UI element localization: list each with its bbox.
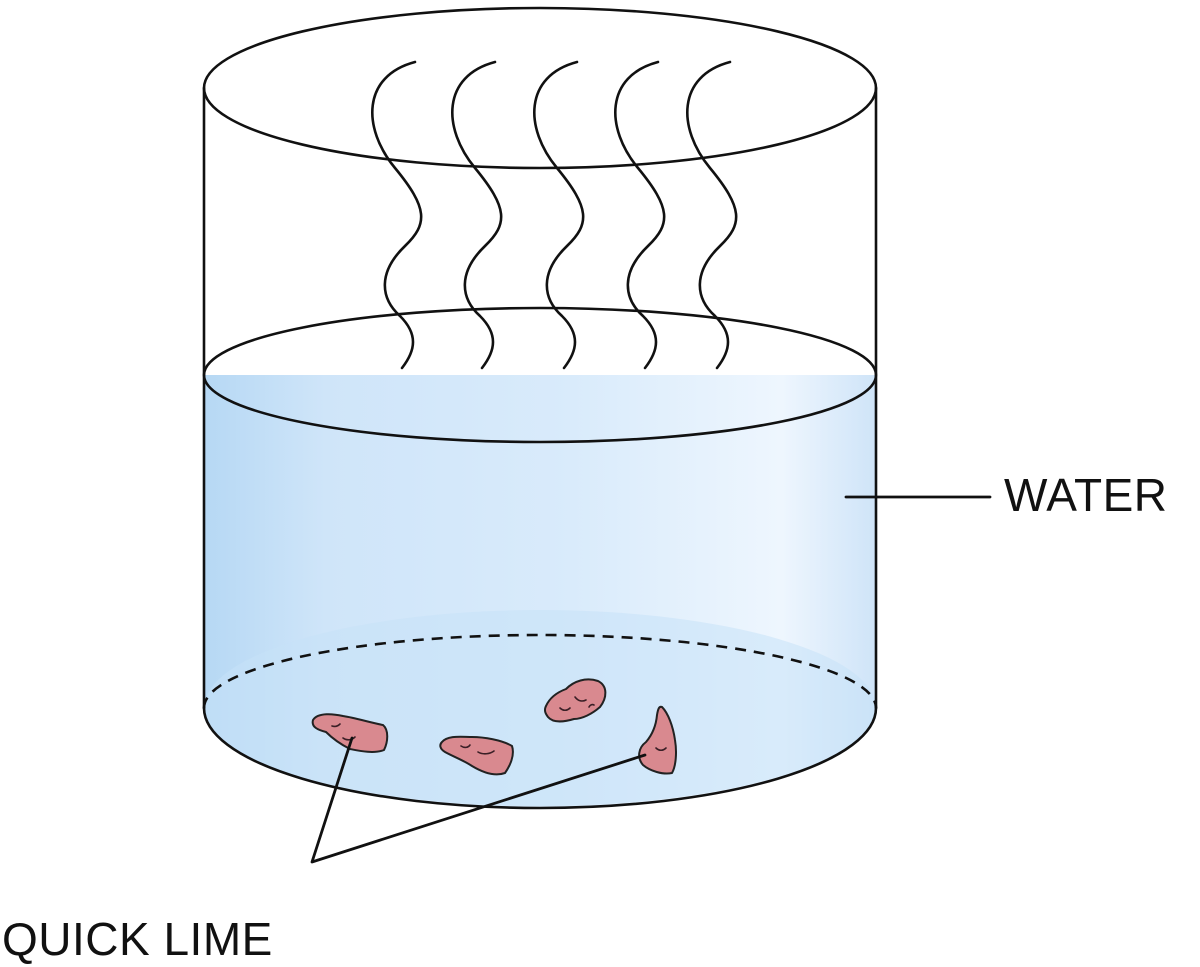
quick-lime-lump-icon — [638, 705, 677, 775]
quick-lime-lump-icon — [311, 713, 389, 753]
steam-wave-icon — [451, 60, 503, 370]
quick-lime-lumps — [311, 678, 677, 776]
steam-wave-icon — [371, 60, 423, 370]
water-label: WATER — [1004, 469, 1167, 521]
bottom-back-edge-dashed — [202, 633, 878, 709]
leader-lines — [310, 495, 992, 864]
water-bottom-floor — [204, 610, 876, 806]
steam-waves — [371, 60, 738, 370]
quick-lime-label: QUICK LIME — [2, 913, 273, 965]
quick-lime-leader-lines — [310, 736, 647, 864]
quick-lime-lump-icon — [543, 678, 607, 723]
cylinder-container — [202, 86, 878, 810]
cylinder-top-rim — [202, 6, 878, 170]
steam-wave-icon — [686, 60, 738, 370]
steam-wave-icon — [614, 60, 666, 370]
quick-lime-lump-icon — [439, 735, 514, 776]
steam-wave-icon — [533, 60, 585, 370]
